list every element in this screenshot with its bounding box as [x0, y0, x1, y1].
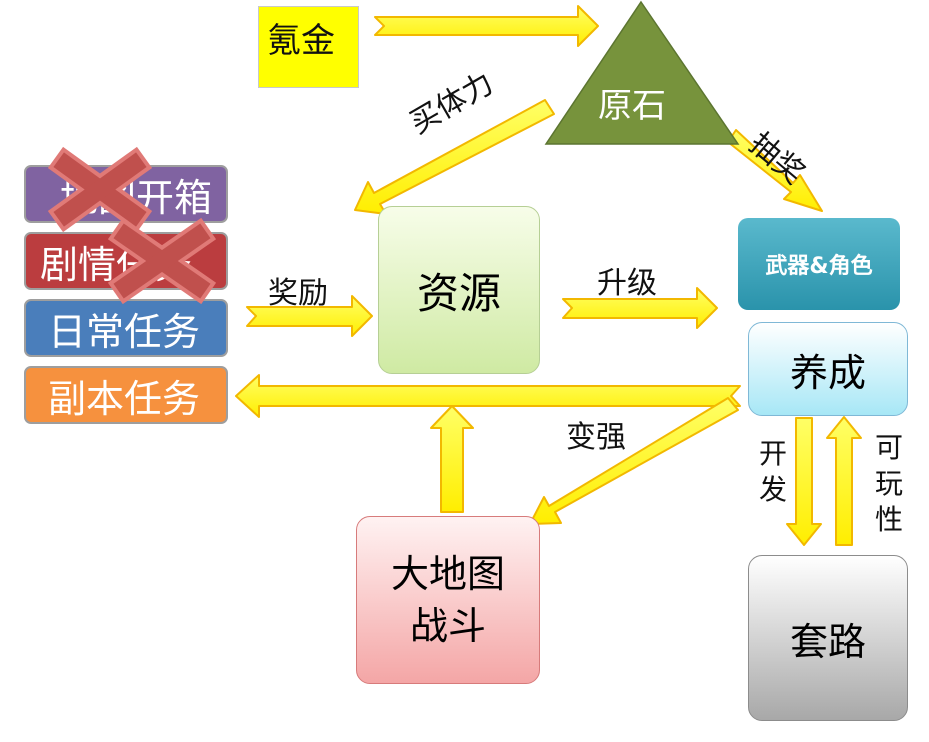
- arrow-reward: [246, 295, 373, 337]
- primogem-label: 原石: [598, 86, 666, 126]
- arrow-upgrade: [562, 287, 718, 329]
- menu-item-map-chest: 地图开箱: [24, 165, 228, 223]
- weapons-characters-box: 武器&角色: [738, 218, 900, 310]
- training-box: 养成: [748, 322, 908, 416]
- arrow-training-to-tasks: [235, 374, 741, 418]
- arrow-gold-to-primogem: [374, 5, 599, 47]
- menu-label: 副本任务: [48, 376, 201, 421]
- edge-label-develop: 开发: [758, 437, 787, 506]
- resources-box: 资源: [378, 206, 540, 374]
- routine-box: 套路: [748, 555, 908, 721]
- edge-label-playability: 可玩性: [874, 431, 903, 536]
- menu-label: 地图开箱: [60, 175, 213, 220]
- map-battle-label-line1: 大地图: [390, 552, 505, 596]
- resources-label: 资源: [416, 268, 501, 318]
- arrow-gacha: [727, 129, 823, 212]
- map-battle-label-line2: 战斗: [409, 604, 486, 648]
- training-label: 养成: [789, 350, 866, 395]
- arrow-stronger: [529, 397, 739, 525]
- arrow-buy-stamina: [354, 99, 555, 215]
- weapons-characters-label: 武器&角色: [765, 254, 873, 279]
- menu-label: 日常任务: [48, 309, 201, 354]
- map-battle-box: 大地图 战斗: [356, 516, 540, 684]
- menu-item-dungeon-quest: 副本任务: [24, 366, 228, 424]
- arrow-map-to-resources: [430, 405, 474, 513]
- edge-label-upgrade: 升级: [597, 266, 657, 301]
- edge-label-stronger: 变强: [566, 420, 626, 455]
- edge-label-reward: 奖励: [268, 276, 328, 311]
- arrow-playability: [826, 416, 862, 546]
- gold-box: 氪金: [258, 6, 359, 88]
- primogem-triangle: [544, 0, 740, 145]
- menu-item-daily-quest: 日常任务: [24, 299, 228, 357]
- gold-label: 氪金: [267, 21, 335, 61]
- menu-label: 剧情任务: [40, 242, 193, 287]
- arrow-develop: [786, 417, 822, 546]
- menu-item-story-quest: 剧情任务: [24, 232, 228, 290]
- routine-label: 套路: [789, 619, 866, 664]
